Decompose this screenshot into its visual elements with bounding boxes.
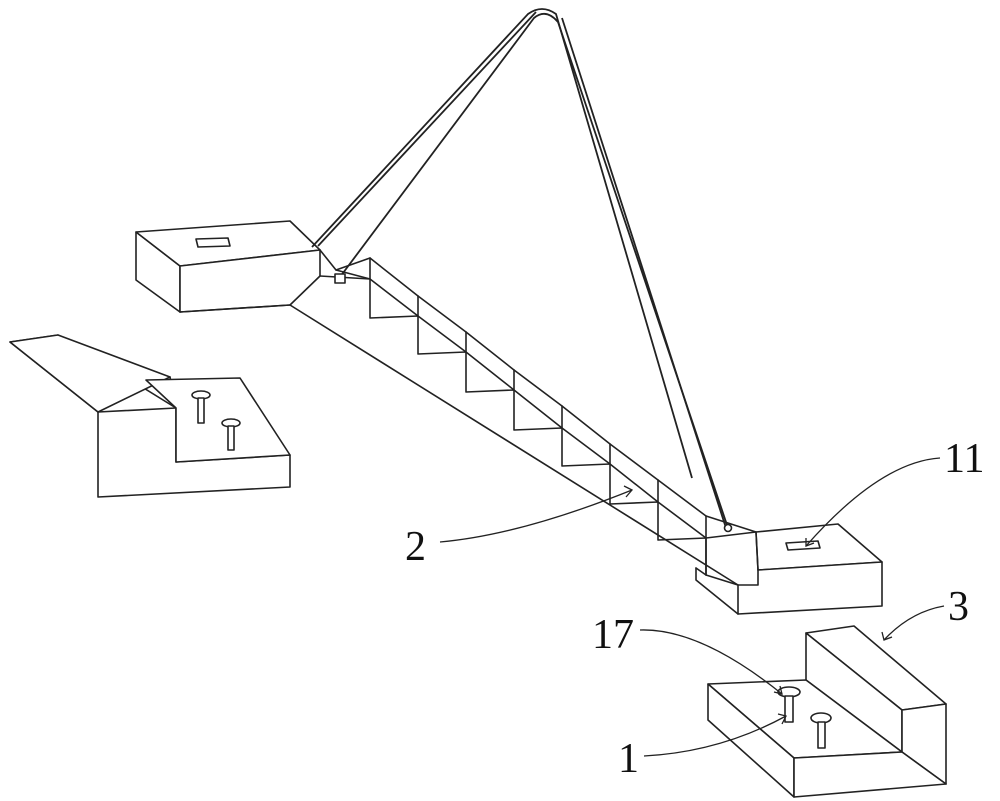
landing-hole-lower [786, 541, 820, 550]
callout-17: 17 [592, 612, 634, 658]
right-support-block [708, 626, 946, 797]
leader-3 [884, 606, 944, 640]
callout-11: 11 [944, 436, 984, 482]
lifting-cables [312, 9, 732, 532]
lifting-lug-lower [725, 525, 732, 532]
callout-3: 3 [948, 584, 969, 630]
callout-1: 1 [618, 736, 639, 782]
lifting-lug-upper [335, 274, 345, 283]
callout-2: 2 [405, 524, 426, 570]
left-support-block [10, 335, 290, 497]
leader-2 [440, 490, 632, 542]
landing-hole-upper [196, 238, 230, 247]
